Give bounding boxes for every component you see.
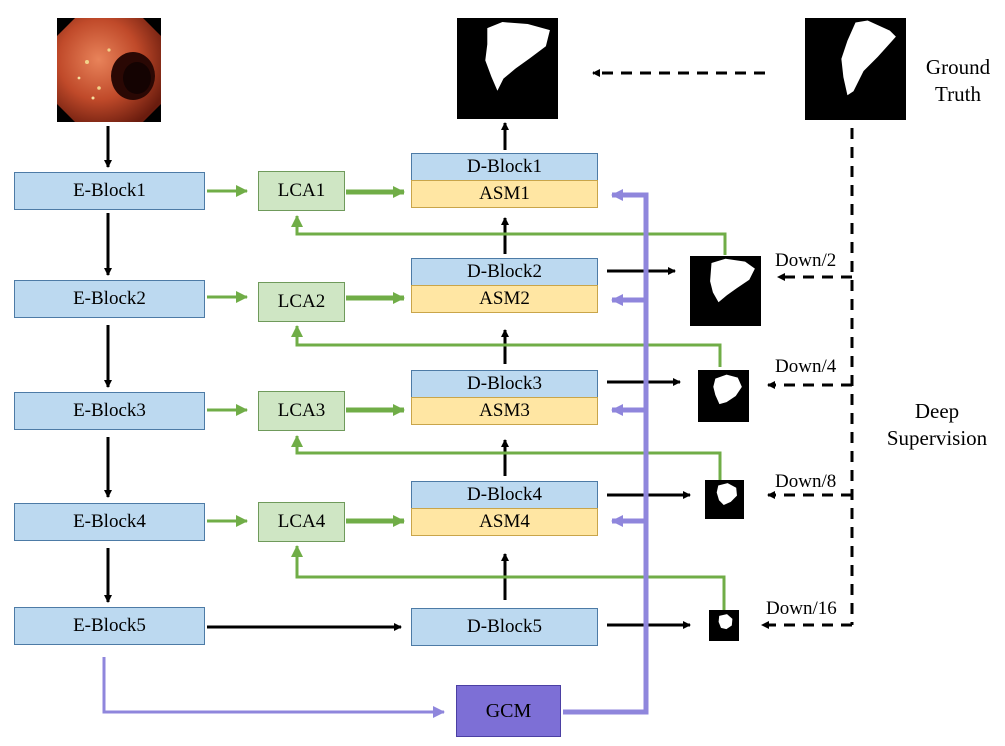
down-16-label: Down/16 [766, 598, 837, 619]
asm-2: ASM2 [411, 285, 598, 313]
d-block-1: D-Block1 [411, 153, 598, 181]
side-output-mask-1 [690, 256, 761, 326]
side-output-mask-4 [709, 610, 739, 641]
d-block-4: D-Block4 [411, 481, 598, 509]
asm-4: ASM4 [411, 508, 598, 536]
side-output-mask-3 [705, 480, 744, 519]
green-skip-arrows [207, 185, 248, 527]
e-block-4: E-Block4 [14, 503, 205, 541]
side-output-mask-2 [698, 370, 749, 422]
asm-3: ASM3 [411, 397, 598, 425]
lca-2: LCA2 [258, 282, 345, 322]
supervision-dashed-lines [592, 69, 854, 629]
lca-3: LCA3 [258, 391, 345, 431]
lca-4: LCA4 [258, 502, 345, 542]
down-8-label: Down/8 [775, 471, 837, 492]
deep-supervision-label-line-2: Supervision [886, 426, 988, 451]
final-prediction-mask [457, 18, 558, 119]
lca-1: LCA1 [258, 171, 345, 211]
deep-supervision-label: Deep Supervision [872, 398, 1002, 453]
d-block-3: D-Block3 [411, 370, 598, 398]
deep-supervision-label-line-1: Deep [914, 399, 960, 423]
down-2-label: Down/2 [775, 250, 837, 271]
ground-truth-label: Ground Truth [910, 54, 1005, 109]
purple-global-arrows [102, 189, 649, 718]
lca-to-asm-arrows [346, 186, 405, 527]
encoder-arrows [104, 126, 402, 631]
e-block-5: E-Block5 [14, 607, 205, 645]
gcm-block: GCM [456, 685, 561, 737]
asm-1: ASM1 [411, 180, 598, 208]
e-block-1: E-Block1 [14, 172, 205, 210]
d-block-5: D-Block5 [411, 608, 598, 646]
ground-truth-label-line-2: Truth [935, 82, 981, 107]
down-4-label: Down/4 [775, 356, 837, 377]
e-block-3: E-Block3 [14, 392, 205, 430]
input-endoscopy-image [57, 18, 161, 122]
e-block-2: E-Block2 [14, 280, 205, 318]
green-feedback-arrows [291, 215, 727, 610]
ground-truth-label-line-1: Ground [925, 55, 991, 79]
ground-truth-mask [805, 18, 906, 120]
d-block-2: D-Block2 [411, 258, 598, 286]
